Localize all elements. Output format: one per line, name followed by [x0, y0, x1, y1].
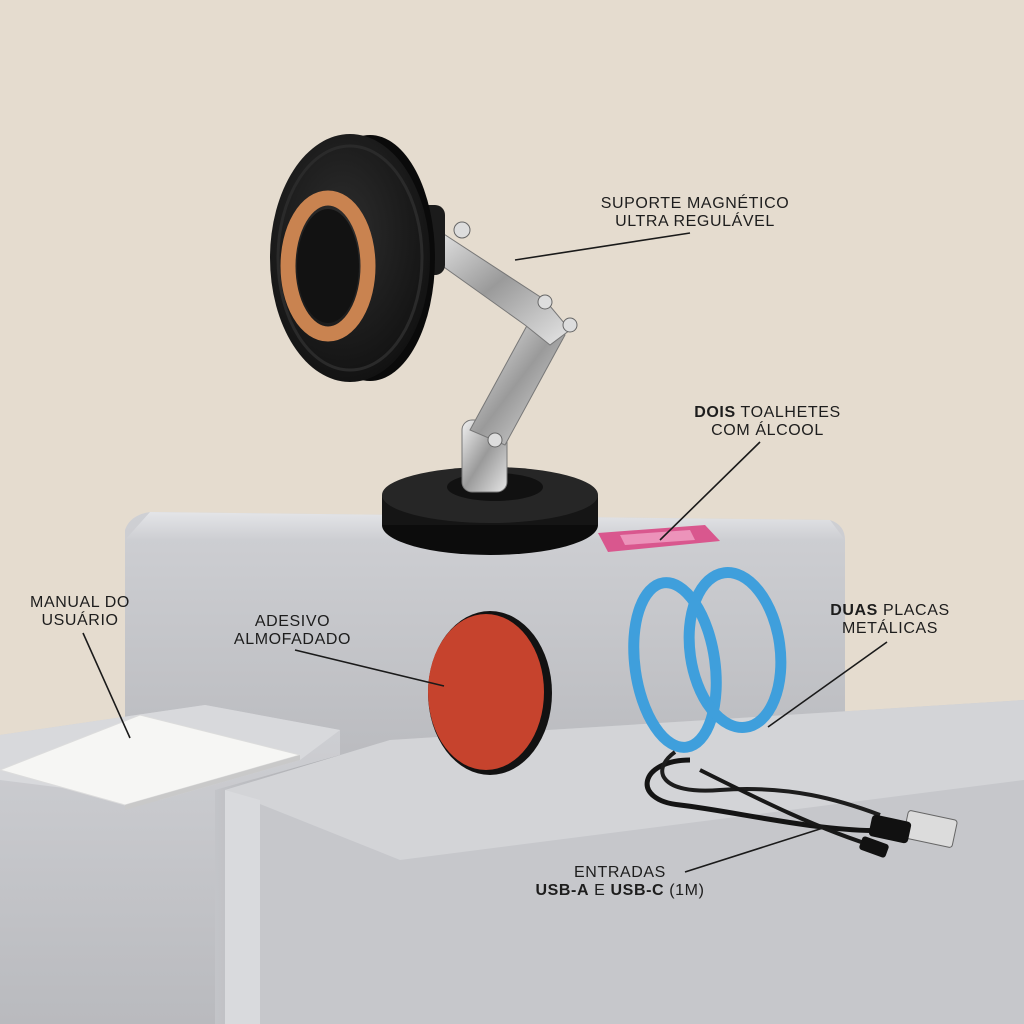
callout-lines — [82, 232, 888, 873]
label-manual: MANUAL DO USUÁRIO — [30, 594, 130, 629]
label-placas: DUAS PLACAS METÁLICAS — [830, 602, 950, 637]
label-suporte: SUPORTE MAGNÉTICO ULTRA REGULÁVEL — [600, 195, 790, 230]
holder-base — [382, 467, 598, 555]
callout-line-toalhetes — [659, 441, 761, 541]
callout-line-adesivo — [294, 649, 445, 687]
callout-line-suporte — [514, 232, 691, 261]
metal-plates — [628, 567, 787, 753]
label-toalhetes: DOIS TOALHETES COM ÁLCOOL — [694, 404, 841, 439]
callout-line-manual — [82, 632, 131, 739]
adhesive-pad — [428, 611, 552, 775]
callout-line-entradas — [684, 827, 824, 873]
front-block — [225, 700, 1024, 1024]
label-adesivo: ADESIVO ALMOFADADO — [233, 613, 352, 648]
adjustable-arm — [405, 205, 578, 493]
callout-line-placas — [767, 641, 888, 728]
usb-cable — [644, 750, 958, 858]
label-entradas: ENTRADAS USB-A E USB-C (1M) — [535, 864, 705, 899]
user-manual — [0, 714, 302, 810]
magnetic-holder-head — [270, 134, 435, 382]
alcohol-wipe — [598, 525, 720, 552]
